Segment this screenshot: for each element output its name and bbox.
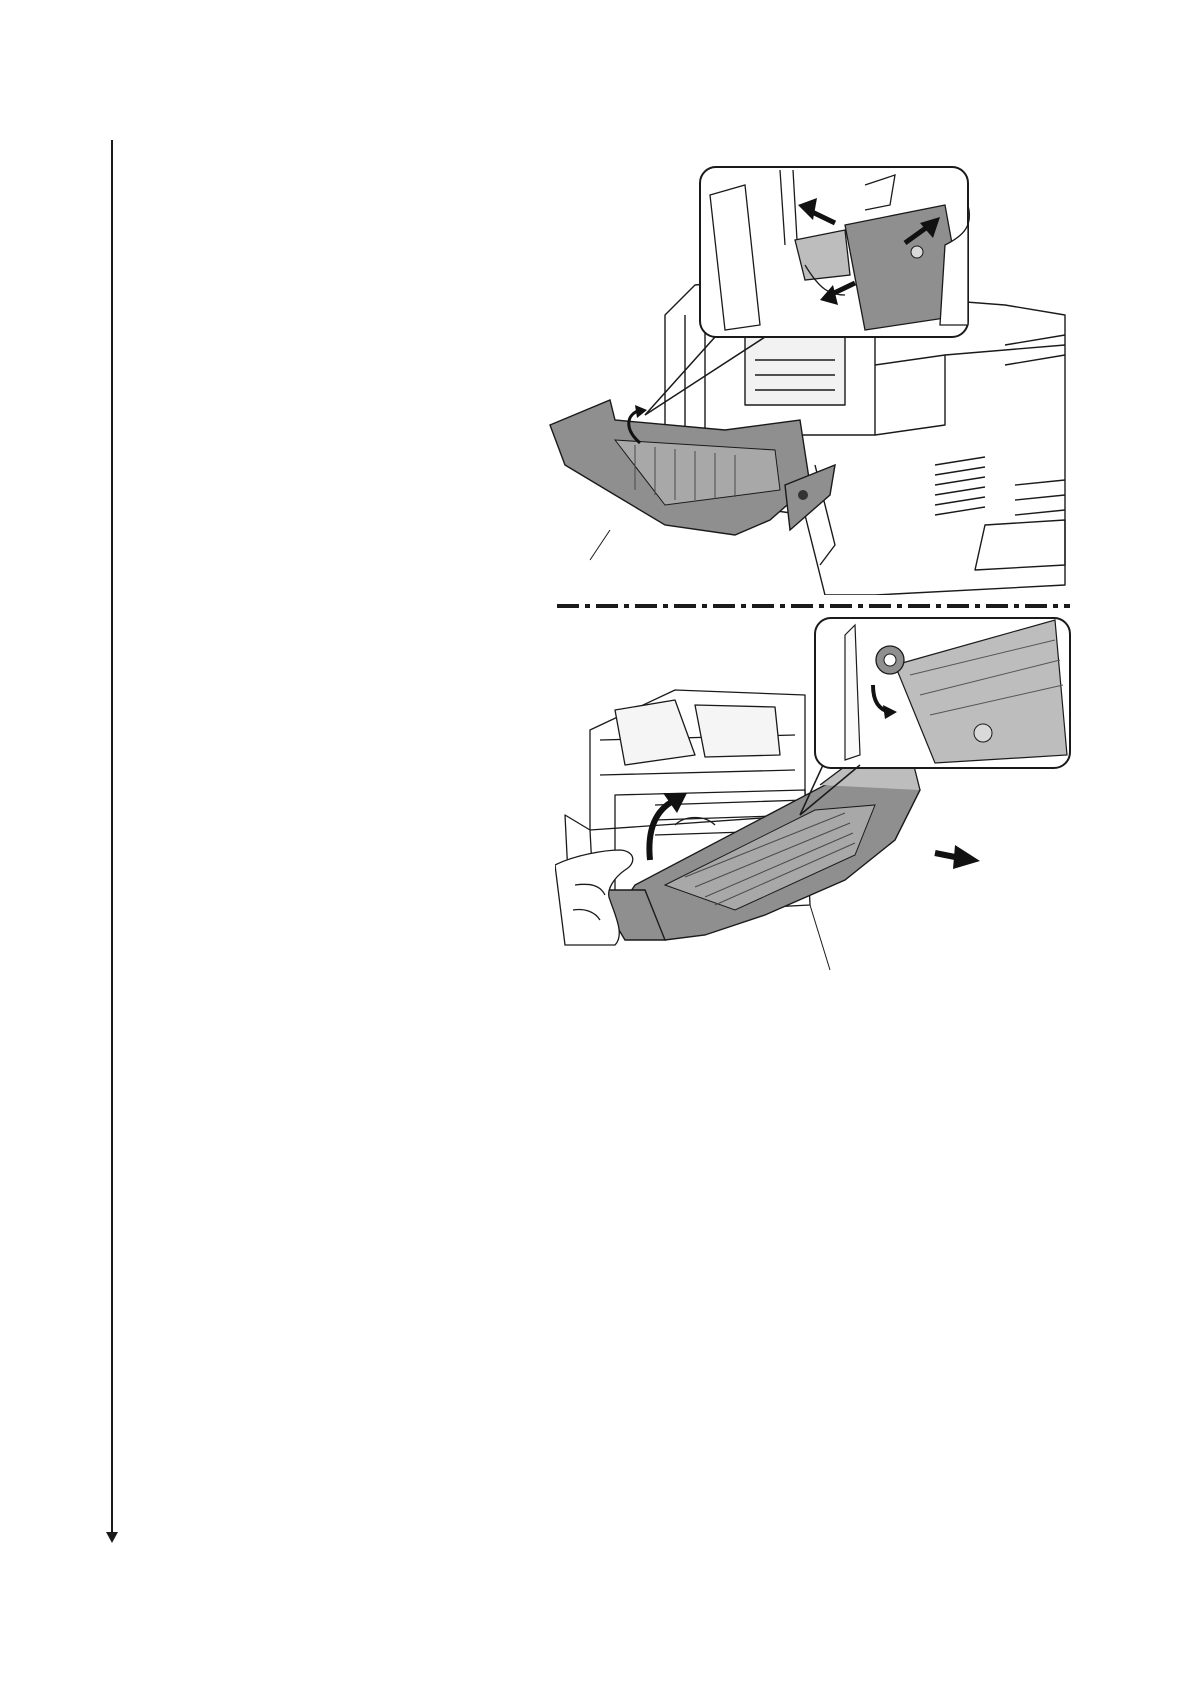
- figure-step-2: [555, 615, 1075, 1020]
- front-cover: [595, 750, 920, 940]
- procedure-flow-line: [111, 140, 113, 1535]
- step-divider: [557, 603, 1070, 609]
- callout-leader-line: [590, 530, 610, 560]
- figure-step-1: [545, 165, 1075, 595]
- pull-arrow-icon: [935, 845, 980, 869]
- lift-arrow-icon: [649, 793, 687, 860]
- down-arrow-icon: [106, 1532, 118, 1543]
- front-cover: [550, 400, 835, 535]
- callout-leader-line: [810, 905, 830, 970]
